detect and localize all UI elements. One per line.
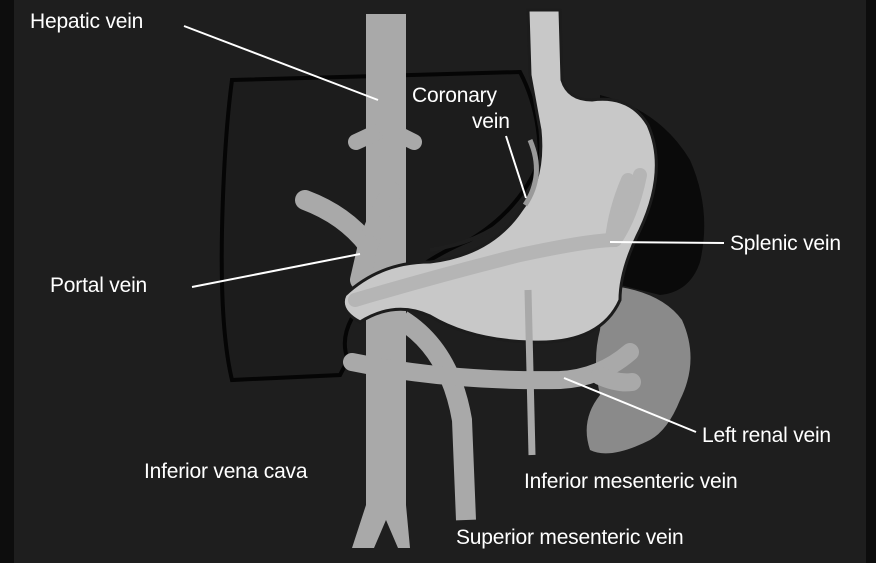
label-splenic-vein: Splenic vein	[730, 232, 841, 256]
label-left-renal-vein: Left renal vein	[702, 424, 831, 448]
label-coronary-vein-line2: vein	[472, 110, 510, 134]
label-inferior-vena-cava: Inferior vena cava	[144, 460, 307, 484]
label-hepatic-vein: Hepatic vein	[30, 10, 143, 34]
label-inferior-mesenteric-vein: Inferior mesenteric vein	[524, 470, 737, 494]
splenic-vein-leader	[610, 242, 724, 243]
label-superior-mesenteric-vein: Superior mesenteric vein	[456, 526, 683, 550]
label-coronary-vein-line1: Coronary	[412, 84, 497, 108]
superior-mesenteric-vein	[402, 320, 466, 520]
label-portal-vein: Portal vein	[50, 274, 147, 298]
